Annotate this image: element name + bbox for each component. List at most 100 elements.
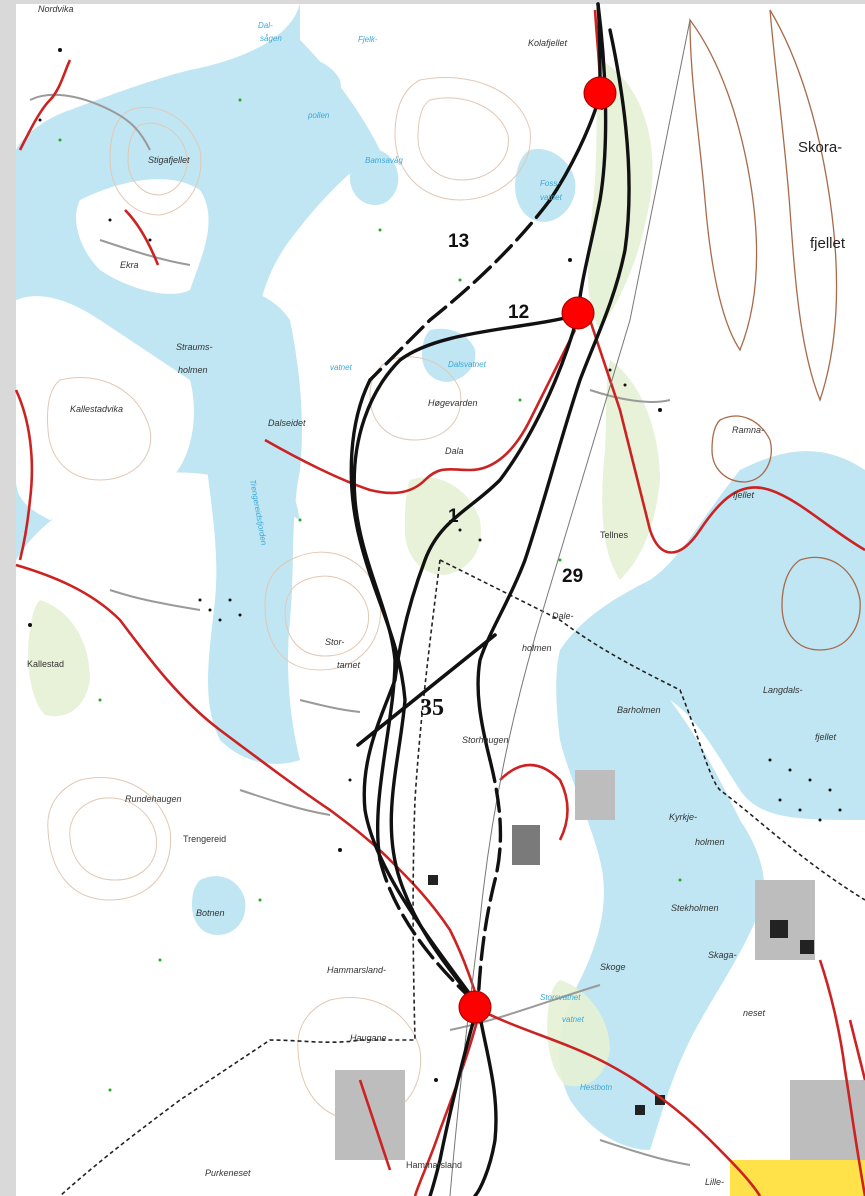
building-storhaugen [512,825,540,865]
road-east-edge [848,1019,865,1081]
label-tellnes: Tellnes [600,530,629,540]
label-kyrkjeholmen-2: holmen [695,837,725,847]
lake-vatnet [350,148,399,205]
route-alignments [349,2,631,1196]
label-langdalsfjellet-1: Langdals- [763,685,803,695]
label-pollen: pollen [307,111,330,120]
place-labels: Nordvika Kolafjellet Stigafjellet Ekra S… [27,4,846,1187]
house-markers [28,48,842,1082]
station-kolafjellet[interactable] [583,76,617,110]
forest-patch-4 [28,600,90,717]
building-skaganeset [800,940,814,954]
route-label-29: 29 [562,566,583,587]
label-dalsagen-2: sågen [260,34,282,43]
road-stekholmen [818,959,865,1196]
road-west-peninsula [124,209,160,266]
route-label-35: 35 [420,695,444,721]
map-frame-left [0,0,16,1196]
label-kallestadvika: Kallestadvika [70,404,123,414]
road-tellnes [588,319,865,554]
urban-areas [335,770,865,1196]
label-ekra: Ekra [120,260,139,270]
road-kallestad [15,563,482,1011]
label-dalsagen-1: Dal- [258,21,273,30]
label-kolafjellet: Kolafjellet [528,38,568,48]
road-northwest [18,59,72,151]
main-roads [14,9,865,1196]
label-haugane: Haugane [350,1033,387,1043]
label-skaganeset-1: Skaga- [708,950,737,960]
label-hammarsland: Hammarsland [406,1160,462,1170]
land-southwest [16,746,214,1044]
urban-storhaugen [575,770,615,820]
road-southeast [479,1008,762,1196]
building-hestbotn-2 [655,1095,665,1105]
route-13-dashed [368,198,552,382]
railway [449,19,691,1196]
route-35 [356,633,497,747]
label-dalseidet: Dalseidet [268,418,306,428]
forest-patch-5 [547,980,610,1087]
route-12 [352,313,580,862]
route-29 [476,28,631,762]
label-ramnafjellet-1: Ramna- [732,425,764,435]
contour-lines-dark [689,9,861,651]
label-storetarnet-1: Stor- [325,637,344,647]
label-barholmen: Barholmen [617,705,661,715]
label-hestbotn: Hestbotn [580,1083,613,1092]
route-12-dashed [378,858,480,1007]
urban-hammarsland [335,1070,405,1160]
label-daleholmen-1: Dale- [552,611,574,621]
land-northwest [16,4,300,150]
label-skaganeset-2: neset [743,1008,766,1018]
label-storhaugen: Storhaugen [462,735,509,745]
label-lille: Lille- [705,1177,724,1187]
label-hogevarden: Høgevarden [428,398,478,408]
land-west-lower [16,296,194,520]
land-west-peninsula [76,179,209,294]
road-hammarsland-town [358,1079,392,1171]
label-ramnafjellet-2: fjellet [733,490,755,500]
label-kallestad: Kallestad [27,659,64,669]
map-frame-top [0,0,865,4]
route-labels: 13 12 1 29 35 [420,231,583,721]
station-hammarsland[interactable] [458,990,492,1024]
label-storetarnet-2: tarnet [337,660,361,670]
label-stigafjellet: Stigafjellet [148,155,190,165]
label-skorafjellet-1: Skora- [798,139,842,156]
forest-patch-2 [602,360,660,580]
label-fosskvatnet-1: Foss- [540,179,560,188]
lake-north [263,56,341,126]
trengereidsfjorden [197,289,302,764]
route-main-north-b [576,2,608,317]
label-vatnet: vatnet [330,363,353,372]
label-skorafjellet-2: fjellet [810,235,846,252]
label-storsvatnet: Storsvatnet [540,993,581,1002]
label-bamsavag: Bamsavåg [365,156,403,165]
stations[interactable] [458,76,617,1024]
label-straumsholmen-2: holmen [178,365,208,375]
label-fosskvatnet-2: vatnet [540,193,563,202]
building-trengereid [428,875,438,885]
label-nordvika: Nordvika [38,4,74,14]
road-storhaugen [499,763,569,841]
station-tellnes[interactable] [561,296,595,330]
route-label-13: 13 [448,231,469,252]
urban-yellow [730,1160,865,1196]
lake-fosskvatnet [515,149,576,222]
route-main-south-a [473,1003,498,1196]
building-hestbotn-1 [635,1105,645,1115]
label-hammarsland-upper: Hammarsland- [327,965,386,975]
label-langdalsfjellet-2: fjellet [815,732,837,742]
route-1 [362,313,580,1007]
label-skogevatnet: vatnet [562,1015,585,1024]
label-dalsvatnet: Dalsvatnet [448,360,487,369]
label-trengereid: Trengereid [183,834,226,844]
boundary-lines [59,559,865,1196]
label-daleholmen-2: holmen [522,643,552,653]
route-label-12: 12 [508,302,529,323]
route-main-south-b [428,1003,480,1196]
label-skoge: Skoge [600,962,626,972]
route-29-dashed [476,758,503,1007]
